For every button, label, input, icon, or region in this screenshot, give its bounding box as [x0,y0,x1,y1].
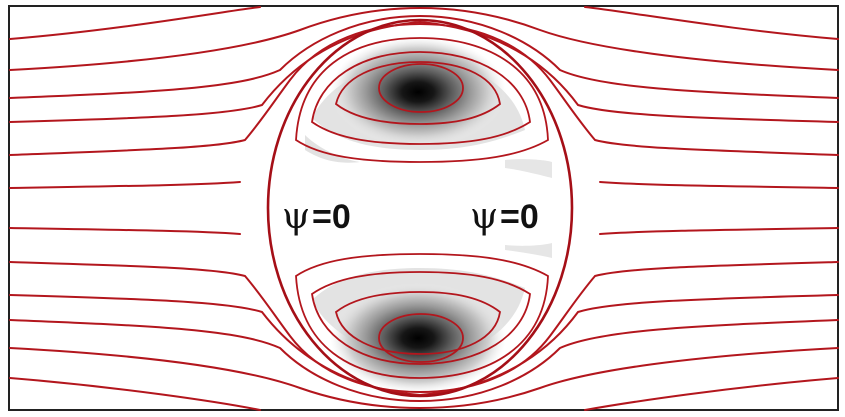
external-streamlines [9,6,839,411]
streamline [599,227,839,235]
upper-vortex-contours [295,37,549,163]
streamline [9,181,241,189]
streamline [584,6,839,40]
upper-vortex-core [330,37,506,147]
psi-symbol-left: ψ [282,196,310,237]
streamline [9,6,261,40]
psi-label-right: ψ =0 [470,196,539,237]
streamline [9,347,839,409]
streamline [9,227,241,235]
separatrix-boundary [266,18,574,398]
streamline [9,377,261,411]
lower-vortex-contours [295,253,549,379]
plot-frame [8,5,839,411]
streamline [599,181,839,189]
vortex-shading [305,37,552,393]
streamline [419,23,839,156]
contour-line [378,313,464,363]
streamline [9,319,839,402]
streamline [9,15,839,99]
contour-line [378,63,464,113]
psi-symbol-right: ψ [470,196,498,237]
psi-label-left: ψ =0 [282,196,351,237]
psi-value-left: =0 [312,198,351,236]
streamline [9,7,839,71]
contour-line [334,61,501,125]
contour-line [334,291,501,355]
contour-line [295,37,549,163]
lower-vortex-core [330,283,506,393]
contour-line [311,271,531,365]
streamline [9,23,421,156]
streamline [9,21,839,123]
contour-line [311,51,531,145]
contour-line [295,253,549,379]
streamline [584,377,839,411]
psi-value-right: =0 [500,198,539,236]
